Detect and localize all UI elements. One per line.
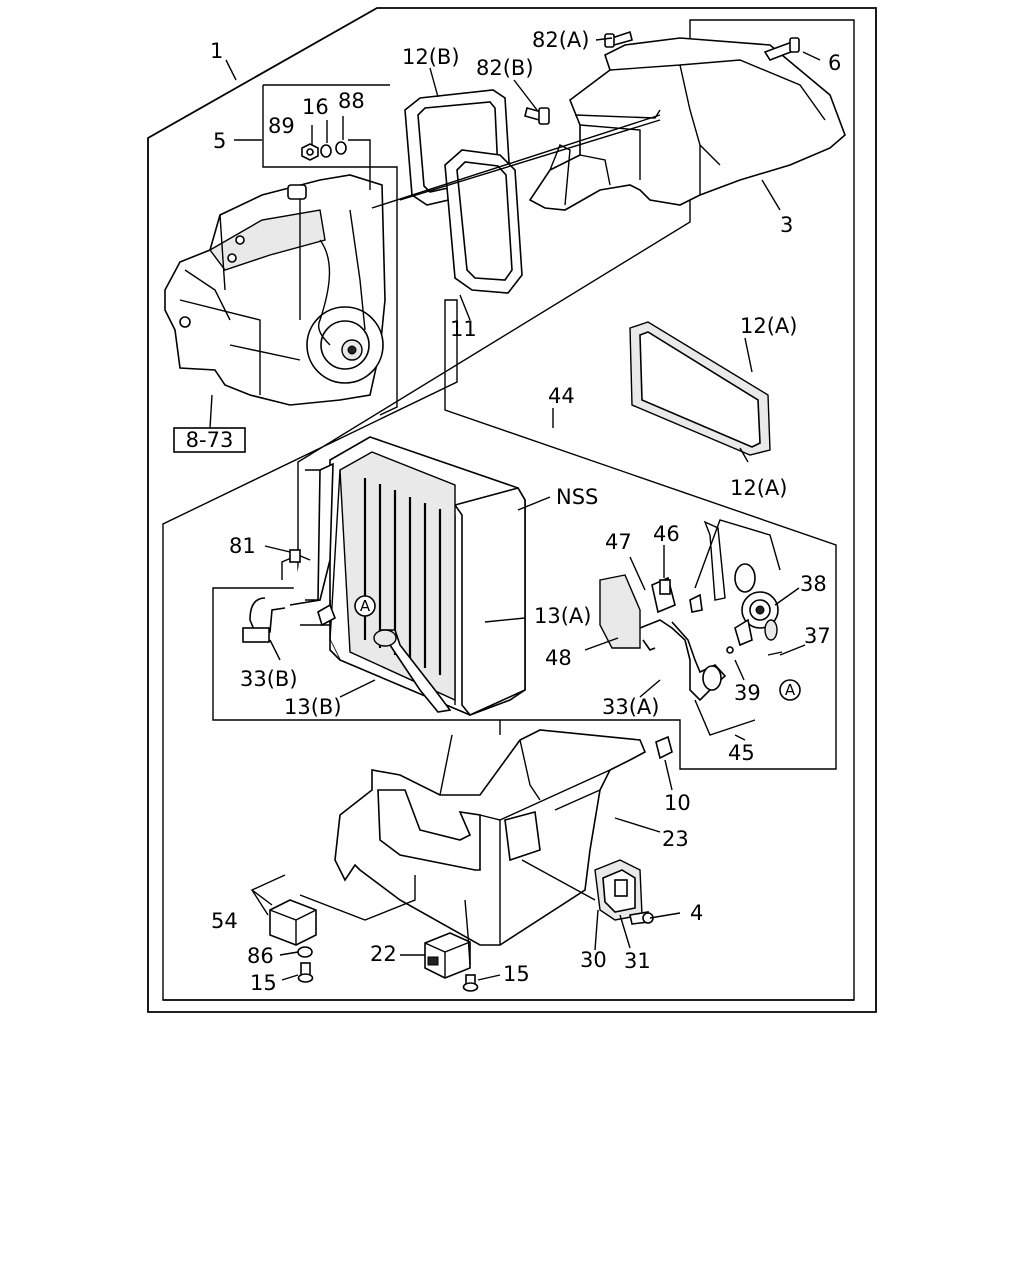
label-13b: 13(B) xyxy=(284,695,342,719)
label-12a-bottom: 12(A) xyxy=(730,476,787,500)
label-44: 44 xyxy=(548,384,575,408)
label-10: 10 xyxy=(664,791,691,815)
gasket-11 xyxy=(444,149,523,294)
label-47: 47 xyxy=(605,530,632,554)
fastener-82b xyxy=(524,107,550,125)
upper-case xyxy=(528,37,846,211)
sensor-81 xyxy=(281,549,311,580)
label-22: 22 xyxy=(370,942,397,966)
label-1: 1 xyxy=(210,39,223,63)
label-45: 45 xyxy=(728,741,755,765)
label-31: 31 xyxy=(624,949,651,973)
outer-assembly-frame xyxy=(147,7,877,1013)
label-39: 39 xyxy=(734,681,761,705)
label-30: 30 xyxy=(580,948,607,972)
label-82b: 82(B) xyxy=(476,56,534,80)
label-48: 48 xyxy=(545,646,572,670)
label-89: 89 xyxy=(268,114,295,138)
blower-unit xyxy=(164,174,386,406)
label-37: 37 xyxy=(804,624,831,648)
label-82a: 82(A) xyxy=(532,28,589,52)
label-5: 5 xyxy=(213,129,226,153)
label-88: 88 xyxy=(338,89,365,113)
hardware-89-16-88 xyxy=(301,141,347,161)
label-81: 81 xyxy=(229,534,256,558)
label-38: 38 xyxy=(800,572,827,596)
actuator-30-31 xyxy=(594,859,643,921)
relay-54 xyxy=(250,874,317,946)
fastener-82a xyxy=(604,30,633,48)
callout-circle-a2 xyxy=(779,679,801,701)
clip-10 xyxy=(655,735,673,760)
label-86: 86 xyxy=(247,944,274,968)
label-6: 6 xyxy=(828,51,841,75)
screw-15-right xyxy=(462,974,479,992)
callout-label-a2: A xyxy=(785,681,796,699)
reference-box-8-73 xyxy=(173,427,246,453)
evaporator-pipes xyxy=(242,462,452,713)
label-nss: NSS xyxy=(556,485,598,509)
label-11: 11 xyxy=(450,317,477,341)
expansion-valve-assembly xyxy=(599,519,783,702)
label-15-left: 15 xyxy=(250,971,277,995)
inner-assembly-frame xyxy=(162,19,855,1001)
label-12b: 12(B) xyxy=(402,45,460,69)
label-12a-top: 12(A) xyxy=(740,314,797,338)
relay-22 xyxy=(424,932,471,979)
label-23: 23 xyxy=(662,827,689,851)
callout-label-a1: A xyxy=(360,597,371,615)
screw-4 xyxy=(629,911,654,925)
label-4: 4 xyxy=(690,901,703,925)
evaporator-core xyxy=(329,436,526,716)
washer-86 xyxy=(297,946,313,958)
gasket-12a xyxy=(629,321,771,456)
label-46: 46 xyxy=(653,522,680,546)
callout-circle-a1 xyxy=(354,595,376,617)
label-3: 3 xyxy=(780,213,793,237)
leader-lines xyxy=(209,37,821,981)
label-16: 16 xyxy=(302,95,329,119)
blower-subframe xyxy=(262,85,398,416)
label-33a: 33(A) xyxy=(602,695,659,719)
ref-8-73: 8-73 xyxy=(186,428,234,452)
screw-6 xyxy=(763,37,800,61)
lower-case xyxy=(334,729,647,946)
label-13a: 13(A) xyxy=(534,604,591,628)
label-54: 54 xyxy=(211,909,238,933)
screw-15-left xyxy=(297,962,314,983)
label-15-right: 15 xyxy=(503,962,530,986)
label-33b: 33(B) xyxy=(240,667,298,691)
